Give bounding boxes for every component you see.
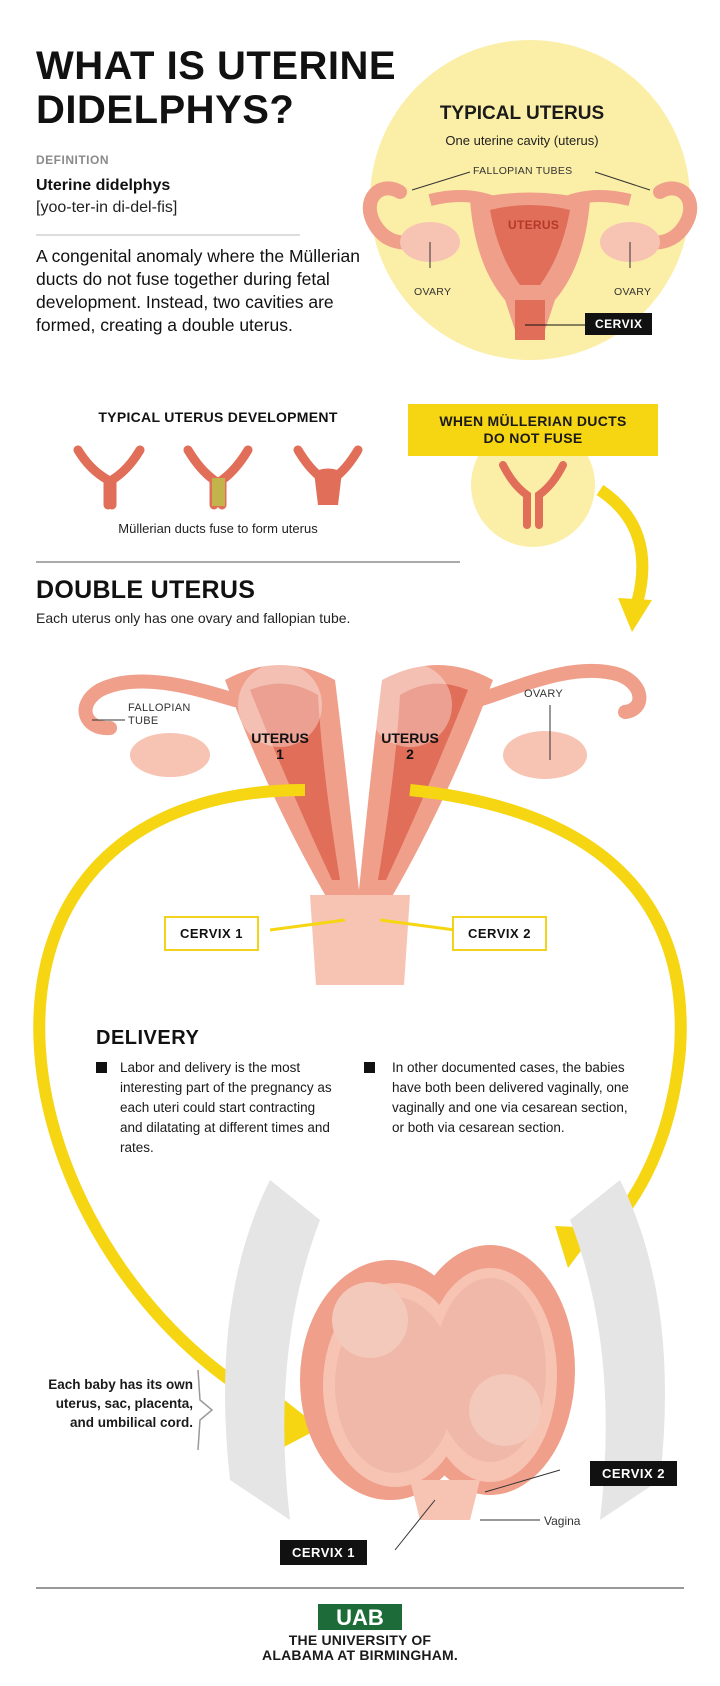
baby-note: Each baby has its own uterus, sac, place… <box>48 1377 193 1430</box>
double-ovary-label: OVARY <box>524 688 563 700</box>
double-fallopian-line-2: TUBE <box>128 715 159 727</box>
double-uterus-title: DOUBLE UTERUS <box>36 576 256 604</box>
definition-text: A congenital anomaly where the Müllerian… <box>36 246 360 335</box>
delivery-bullet-1: Labor and delivery is the most interesti… <box>96 1058 341 1158</box>
uterus-2-line-1: UTERUS <box>381 730 439 746</box>
uterus-1-line-1: UTERUS <box>251 730 309 746</box>
fusing-ducts <box>212 478 225 506</box>
title-line-1: WHAT IS UTERINE <box>36 44 397 88</box>
typical-uterus-subtitle: One uterine cavity (uterus) <box>445 133 599 148</box>
delivery-bullet-1-text: Labor and delivery is the most interesti… <box>120 1060 332 1155</box>
left-arc <box>33 784 306 1426</box>
vagina-label: Vagina <box>544 1514 581 1528</box>
not-fuse-line-2: DO NOT FUSE <box>483 430 583 446</box>
definition-term: Uterine didelphys <box>36 177 171 194</box>
ovary-left-label: OVARY <box>414 286 452 298</box>
uterus-2-label: UTERUS 2 <box>380 730 440 762</box>
development-title: TYPICAL UTERUS DEVELOPMENT <box>98 409 338 425</box>
uterus-1-line-2: 1 <box>276 746 284 762</box>
uterus-label: UTERUS <box>508 218 560 232</box>
pregnancy-cervix-1-label: CERVIX 1 <box>280 1540 368 1565</box>
transition-arrow <box>596 485 649 612</box>
uterus-1-label: UTERUS 1 <box>250 730 310 762</box>
cervix-1-label: CERVIX 1 <box>164 916 260 951</box>
page-title: WHAT IS UTERINE DIDELPHYS? <box>36 44 396 132</box>
delivery-bullet-2: In other documented cases, the babies ha… <box>364 1058 634 1138</box>
not-fuse-line-1: WHEN MÜLLERIAN DUCTS <box>439 413 627 429</box>
uab-logo: UAB <box>318 1604 402 1630</box>
fused-uterus <box>314 468 342 505</box>
non-fused-ducts <box>499 461 567 529</box>
definition-label: DEFINITION <box>36 153 109 167</box>
university-line-2: ALABAMA AT BIRMINGHAM. <box>262 1647 458 1663</box>
cervix-label: CERVIX <box>585 313 653 335</box>
not-fuse-banner: WHEN MÜLLERIAN DUCTS DO NOT FUSE <box>408 404 658 456</box>
university-line-1: THE UNIVERSITY OF <box>288 1632 432 1648</box>
delivery-bullet-2-text: In other documented cases, the babies ha… <box>392 1060 629 1135</box>
uab-logo-text: UAB <box>336 1605 384 1630</box>
uterus-2-line-2: 2 <box>406 746 414 762</box>
cervix-2-label: CERVIX 2 <box>452 916 548 951</box>
double-fallopian-line-1: FALLOPIAN <box>128 702 191 714</box>
university-name: THE UNIVERSITY OF ALABAMA AT BIRMINGHAM. <box>240 1633 480 1663</box>
title-line-2: DIDELPHYS? <box>36 88 295 132</box>
fallopian-tubes-label: FALLOPIAN TUBES <box>473 165 573 177</box>
definition-pronunciation: [yoo-ter-in di-del-fis] <box>36 199 178 216</box>
typical-uterus-title: TYPICAL UTERUS <box>439 103 605 124</box>
development-caption: Müllerian ducts fuse to form uterus <box>118 521 318 536</box>
note-brace <box>197 1369 214 1451</box>
bullet-square-icon <box>364 1062 375 1073</box>
pregnancy-cervix-2-label: CERVIX 2 <box>590 1461 678 1486</box>
bullet-square-icon <box>96 1062 107 1073</box>
double-uterus-illustration <box>78 663 647 985</box>
delivery-title: DELIVERY <box>96 1027 200 1049</box>
double-uterus-subtitle: Each uterus only has one ovary and fallo… <box>36 610 351 626</box>
typical-uterus-illustration <box>362 171 698 340</box>
right-arc <box>409 784 687 1256</box>
pregnancy-illustration <box>225 1180 665 1551</box>
double-fallopian-label: FALLOPIAN TUBE <box>128 702 191 728</box>
ovary-right-label: OVARY <box>614 286 652 298</box>
